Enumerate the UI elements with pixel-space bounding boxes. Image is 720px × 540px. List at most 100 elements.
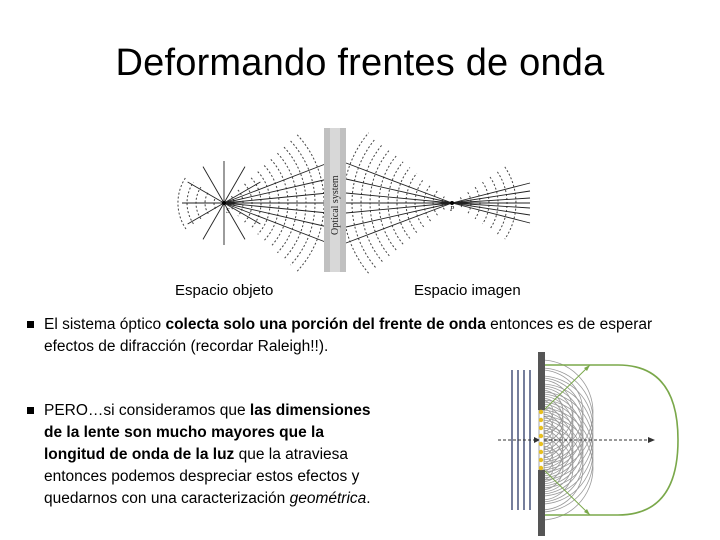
caption-image-space: Espacio imagen: [414, 282, 521, 299]
bullet-2-text-end: .: [366, 490, 371, 507]
wavelet-arc: [540, 387, 574, 453]
wavefront-arc: [257, 171, 271, 235]
ray-line: [202, 202, 225, 240]
wavelet-arc: [540, 377, 584, 463]
wavefront-diagram: Optical system S P: [177, 128, 531, 274]
ray-line: [451, 202, 531, 209]
ray-line: [451, 197, 531, 204]
ray-line: [345, 202, 453, 214]
wavelet-arc: [540, 417, 584, 503]
ray-line: [223, 202, 329, 214]
wavefront-arc: [360, 144, 383, 262]
secondary-source-dot: [538, 465, 544, 471]
bullet-marker: [27, 407, 34, 414]
wavelet-arc: [540, 421, 564, 467]
wavefront-arc: [186, 181, 194, 225]
secondary-source-dot: [538, 417, 544, 423]
wavefront-arc: [489, 176, 499, 230]
wavefront-arc: [396, 167, 411, 239]
ray-line: [345, 178, 453, 204]
wavelet-arc: [540, 395, 574, 461]
ray-line: [223, 162, 329, 204]
source-point: [222, 201, 226, 205]
slit-diffraction-diagram: [498, 352, 679, 536]
wavelet-arc: [540, 401, 584, 487]
ray-line: [187, 202, 225, 225]
bullet-item-1: El sistema óptico colecta solo una porci…: [27, 314, 694, 358]
wavefront-arc: [504, 166, 517, 240]
bullet-2-text: PERO…si consideramos que: [44, 402, 250, 419]
aperture-screen-top: [538, 352, 545, 410]
bullet-2-italic: geométrica: [289, 490, 367, 507]
image-point: [450, 201, 454, 205]
ray-line: [187, 181, 225, 204]
wavelet-arc: [540, 393, 584, 479]
bullet-2-bold: las dimensiones de la lente son mucho ma…: [44, 402, 371, 463]
slide-title: Deformando frentes de onda: [115, 42, 605, 84]
wavefront-arc: [230, 195, 235, 211]
ray-line: [223, 166, 246, 204]
wavelet-arc: [540, 439, 554, 465]
ray-line: [223, 202, 329, 244]
ray-line: [451, 190, 531, 204]
wavefront-arc: [270, 159, 289, 247]
ray-line: [223, 181, 261, 204]
ray-line: [345, 202, 453, 244]
optical-system-label: Optical system: [330, 175, 341, 235]
ray-line: [223, 202, 246, 240]
wavelet-arc: [540, 455, 554, 481]
wavelet-arc: [540, 423, 554, 449]
ray-line: [223, 202, 261, 225]
wavelet-arc: [540, 403, 574, 469]
secondary-source-dot: [538, 441, 544, 447]
wavefront-arc: [277, 152, 298, 254]
ray-line: [451, 202, 531, 216]
wavefront-arc: [250, 177, 262, 229]
source-label: S: [226, 207, 230, 215]
wavelet-arc: [540, 427, 574, 493]
ray-line: [345, 162, 453, 204]
secondary-source-dot: [538, 449, 544, 455]
ray-line: [223, 192, 329, 204]
wavelet-arc: [540, 379, 574, 445]
ray-line: [451, 202, 531, 224]
wavefront-arc: [378, 155, 397, 251]
wavelet-arc: [540, 419, 574, 485]
wavelet-arc: [540, 431, 554, 457]
bullet-marker: [27, 321, 34, 328]
wavelet-arc: [540, 411, 574, 477]
wavelet-arc: [540, 413, 564, 459]
caption-object-space: Espacio objeto: [175, 282, 274, 299]
wavefront-arc: [441, 196, 445, 210]
secondary-source-dot: [538, 433, 544, 439]
ray-line: [345, 202, 453, 228]
secondary-source-dot: [538, 457, 544, 463]
bullet-1-text: El sistema óptico: [44, 316, 166, 333]
wavefront-arc: [482, 181, 490, 225]
ray-line: [223, 178, 329, 204]
bullet-1-bold: colecta solo una porción del frente de o…: [165, 316, 486, 333]
secondary-source-dot: [538, 409, 544, 415]
secondary-source-dot: [538, 425, 544, 431]
wavefront-arc: [467, 192, 472, 214]
wavelet-arc: [540, 399, 594, 505]
ray-line: [202, 166, 225, 204]
wavelet-arc: [540, 407, 594, 513]
wavelet-arc: [540, 385, 584, 471]
envelope-curve: [544, 364, 679, 516]
wavelet-arc: [540, 435, 574, 501]
wavelet-arc: [540, 445, 564, 491]
wavelet-arc: [540, 425, 584, 511]
image-point-label: P: [449, 205, 455, 213]
ray-line: [451, 182, 531, 204]
ray-line: [223, 202, 329, 228]
bullet-1-text-end: entonces es de esperar efectos de difrac…: [44, 316, 653, 355]
wavelet-arc: [540, 409, 584, 495]
wavefront-arc: [177, 176, 187, 230]
bullet-item-2: PERO…si consideramos que las dimensiones…: [27, 400, 384, 510]
ray-line: [345, 192, 453, 204]
wavelet-arc: [540, 369, 584, 455]
bullet-2-text-mid: que la atraviesa entonces podemos despre…: [44, 446, 360, 507]
aperture-screen-bottom: [538, 470, 545, 536]
wavefront-arc: [237, 189, 244, 217]
